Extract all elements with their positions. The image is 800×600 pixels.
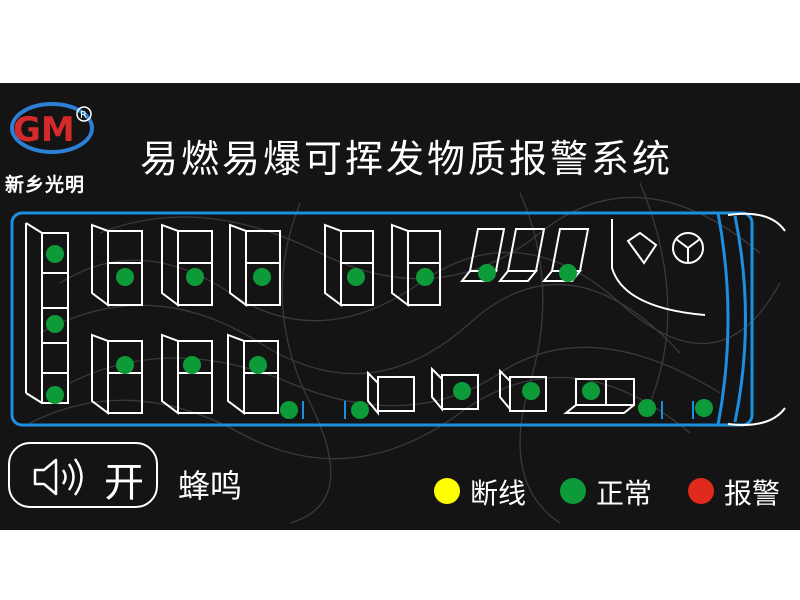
sensor-indicator: [249, 356, 267, 374]
sensor-indicator: [46, 245, 64, 263]
brand-logo: GM R: [10, 102, 94, 154]
driver-area: [611, 219, 706, 316]
bus-outline: [10, 211, 754, 427]
legend-dot-green: [560, 478, 586, 504]
sensor-indicator: [478, 264, 496, 282]
sensor-indicator: [559, 264, 577, 282]
sensor-indicator: [46, 315, 64, 333]
driver-seat: [626, 231, 658, 265]
door-markers: [302, 401, 694, 419]
seat-top-3: [229, 223, 281, 307]
legend-label: 正常: [596, 477, 653, 510]
company-name: 新乡光明: [5, 174, 86, 196]
sensors: [46, 245, 713, 419]
seat-bottom-2: [161, 333, 213, 415]
registered-mark: R: [80, 110, 87, 121]
sensor-indicator: [351, 401, 369, 419]
sensor-indicator: [46, 386, 64, 404]
sound-toggle-button[interactable]: 开: [8, 442, 158, 508]
legend-dot-red: [688, 478, 714, 504]
seat-bottom-7: [563, 378, 635, 414]
seat-bottom-6: [499, 368, 547, 412]
sensor-indicator: [116, 268, 134, 286]
bus-front-bumper: [727, 212, 786, 426]
seat-top-4: [324, 223, 374, 307]
sensor-indicator: [695, 399, 713, 417]
legend-label: 断线: [470, 477, 527, 510]
seat-top-1: [91, 223, 143, 307]
bus-layout: GM R: [10, 102, 786, 524]
seat-top-7: [497, 228, 546, 282]
page-title: 易燃易爆可挥发物质报警系统: [140, 137, 674, 181]
monitor-screen: GM R: [0, 83, 800, 530]
sensor-indicator: [280, 401, 298, 419]
legend-dot-yellow: [434, 478, 460, 504]
seat-top-5: [391, 223, 441, 307]
sensor-indicator: [416, 268, 434, 286]
seat-bottom-4: [367, 370, 415, 416]
sensor-indicator: [582, 382, 600, 400]
sensor-indicator: [186, 268, 204, 286]
sensor-indicator: [638, 399, 656, 417]
steering-wheel-icon: [672, 232, 704, 264]
seat-bottom-5: [431, 366, 479, 412]
brand-mark-text: GM: [13, 110, 75, 150]
seat-bottom-3: [227, 333, 279, 415]
sensor-indicator: [253, 268, 271, 286]
sensor-indicator: [347, 268, 365, 286]
sound-button-label: 开: [104, 460, 144, 506]
seat-top-2: [161, 223, 213, 307]
sensor-indicator: [116, 356, 134, 374]
sensor-indicator: [453, 382, 471, 400]
speaker-icon: [33, 458, 83, 496]
legend-label: 报警: [724, 477, 781, 510]
sensor-indicator: [183, 356, 201, 374]
sensor-indicator: [522, 382, 540, 400]
buzzer-label: 蜂鸣: [178, 467, 243, 505]
